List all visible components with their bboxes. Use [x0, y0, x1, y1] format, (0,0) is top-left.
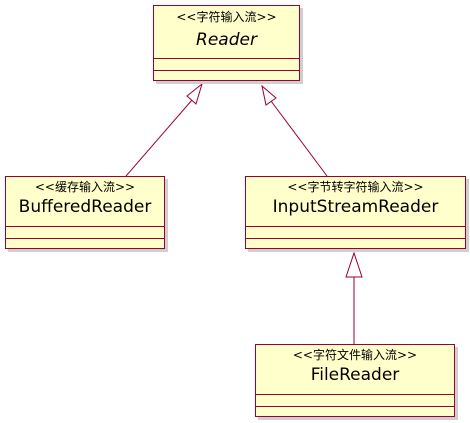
class-buffered-reader-header: <<缓存输入流>> BufferedReader: [6, 177, 164, 226]
generalization-arrow-head-isr: [261, 84, 277, 106]
class-buffered-reader[interactable]: <<缓存输入流>> BufferedReader: [5, 176, 165, 249]
class-reader[interactable]: <<字符输入流>> Reader: [153, 5, 300, 81]
class-input-stream-reader-operations: [246, 238, 465, 250]
class-buffered-reader-operations: [6, 238, 164, 250]
class-buffered-reader-name: BufferedReader: [18, 197, 152, 217]
class-file-reader-attributes: [256, 394, 454, 406]
class-reader-header: <<字符输入流>> Reader: [154, 6, 299, 58]
class-reader-operations: [154, 70, 299, 82]
class-input-stream-reader-attributes: [246, 226, 465, 238]
class-reader-name: Reader: [196, 30, 257, 50]
class-file-reader-header: <<字符文件输入流>> FileReader: [256, 345, 454, 394]
class-file-reader-operations: [256, 406, 454, 418]
class-buffered-reader-stereotype: <<缓存输入流>>: [34, 180, 136, 194]
class-file-reader-name: FileReader: [310, 365, 400, 385]
generalization-arrow-head-file: [345, 251, 363, 278]
class-input-stream-reader-header: <<字节转字符输入流>> InputStreamReader: [246, 177, 465, 226]
class-buffered-reader-attributes: [6, 226, 164, 238]
generalization-arrow-head-buffered: [186, 82, 203, 105]
edge-buffered-to-reader: [125, 99, 193, 177]
class-input-stream-reader[interactable]: <<字节转字符输入流>> InputStreamReader: [245, 176, 466, 249]
class-file-reader[interactable]: <<字符文件输入流>> FileReader: [255, 344, 455, 417]
class-reader-stereotype: <<字符输入流>>: [176, 10, 277, 24]
class-reader-attributes: [154, 58, 299, 70]
class-input-stream-reader-stereotype: <<字节转字符输入流>>: [287, 180, 424, 194]
class-file-reader-stereotype: <<字符文件输入流>>: [292, 348, 418, 362]
class-input-stream-reader-name: InputStreamReader: [272, 197, 439, 217]
edge-isr-to-reader: [270, 100, 328, 177]
